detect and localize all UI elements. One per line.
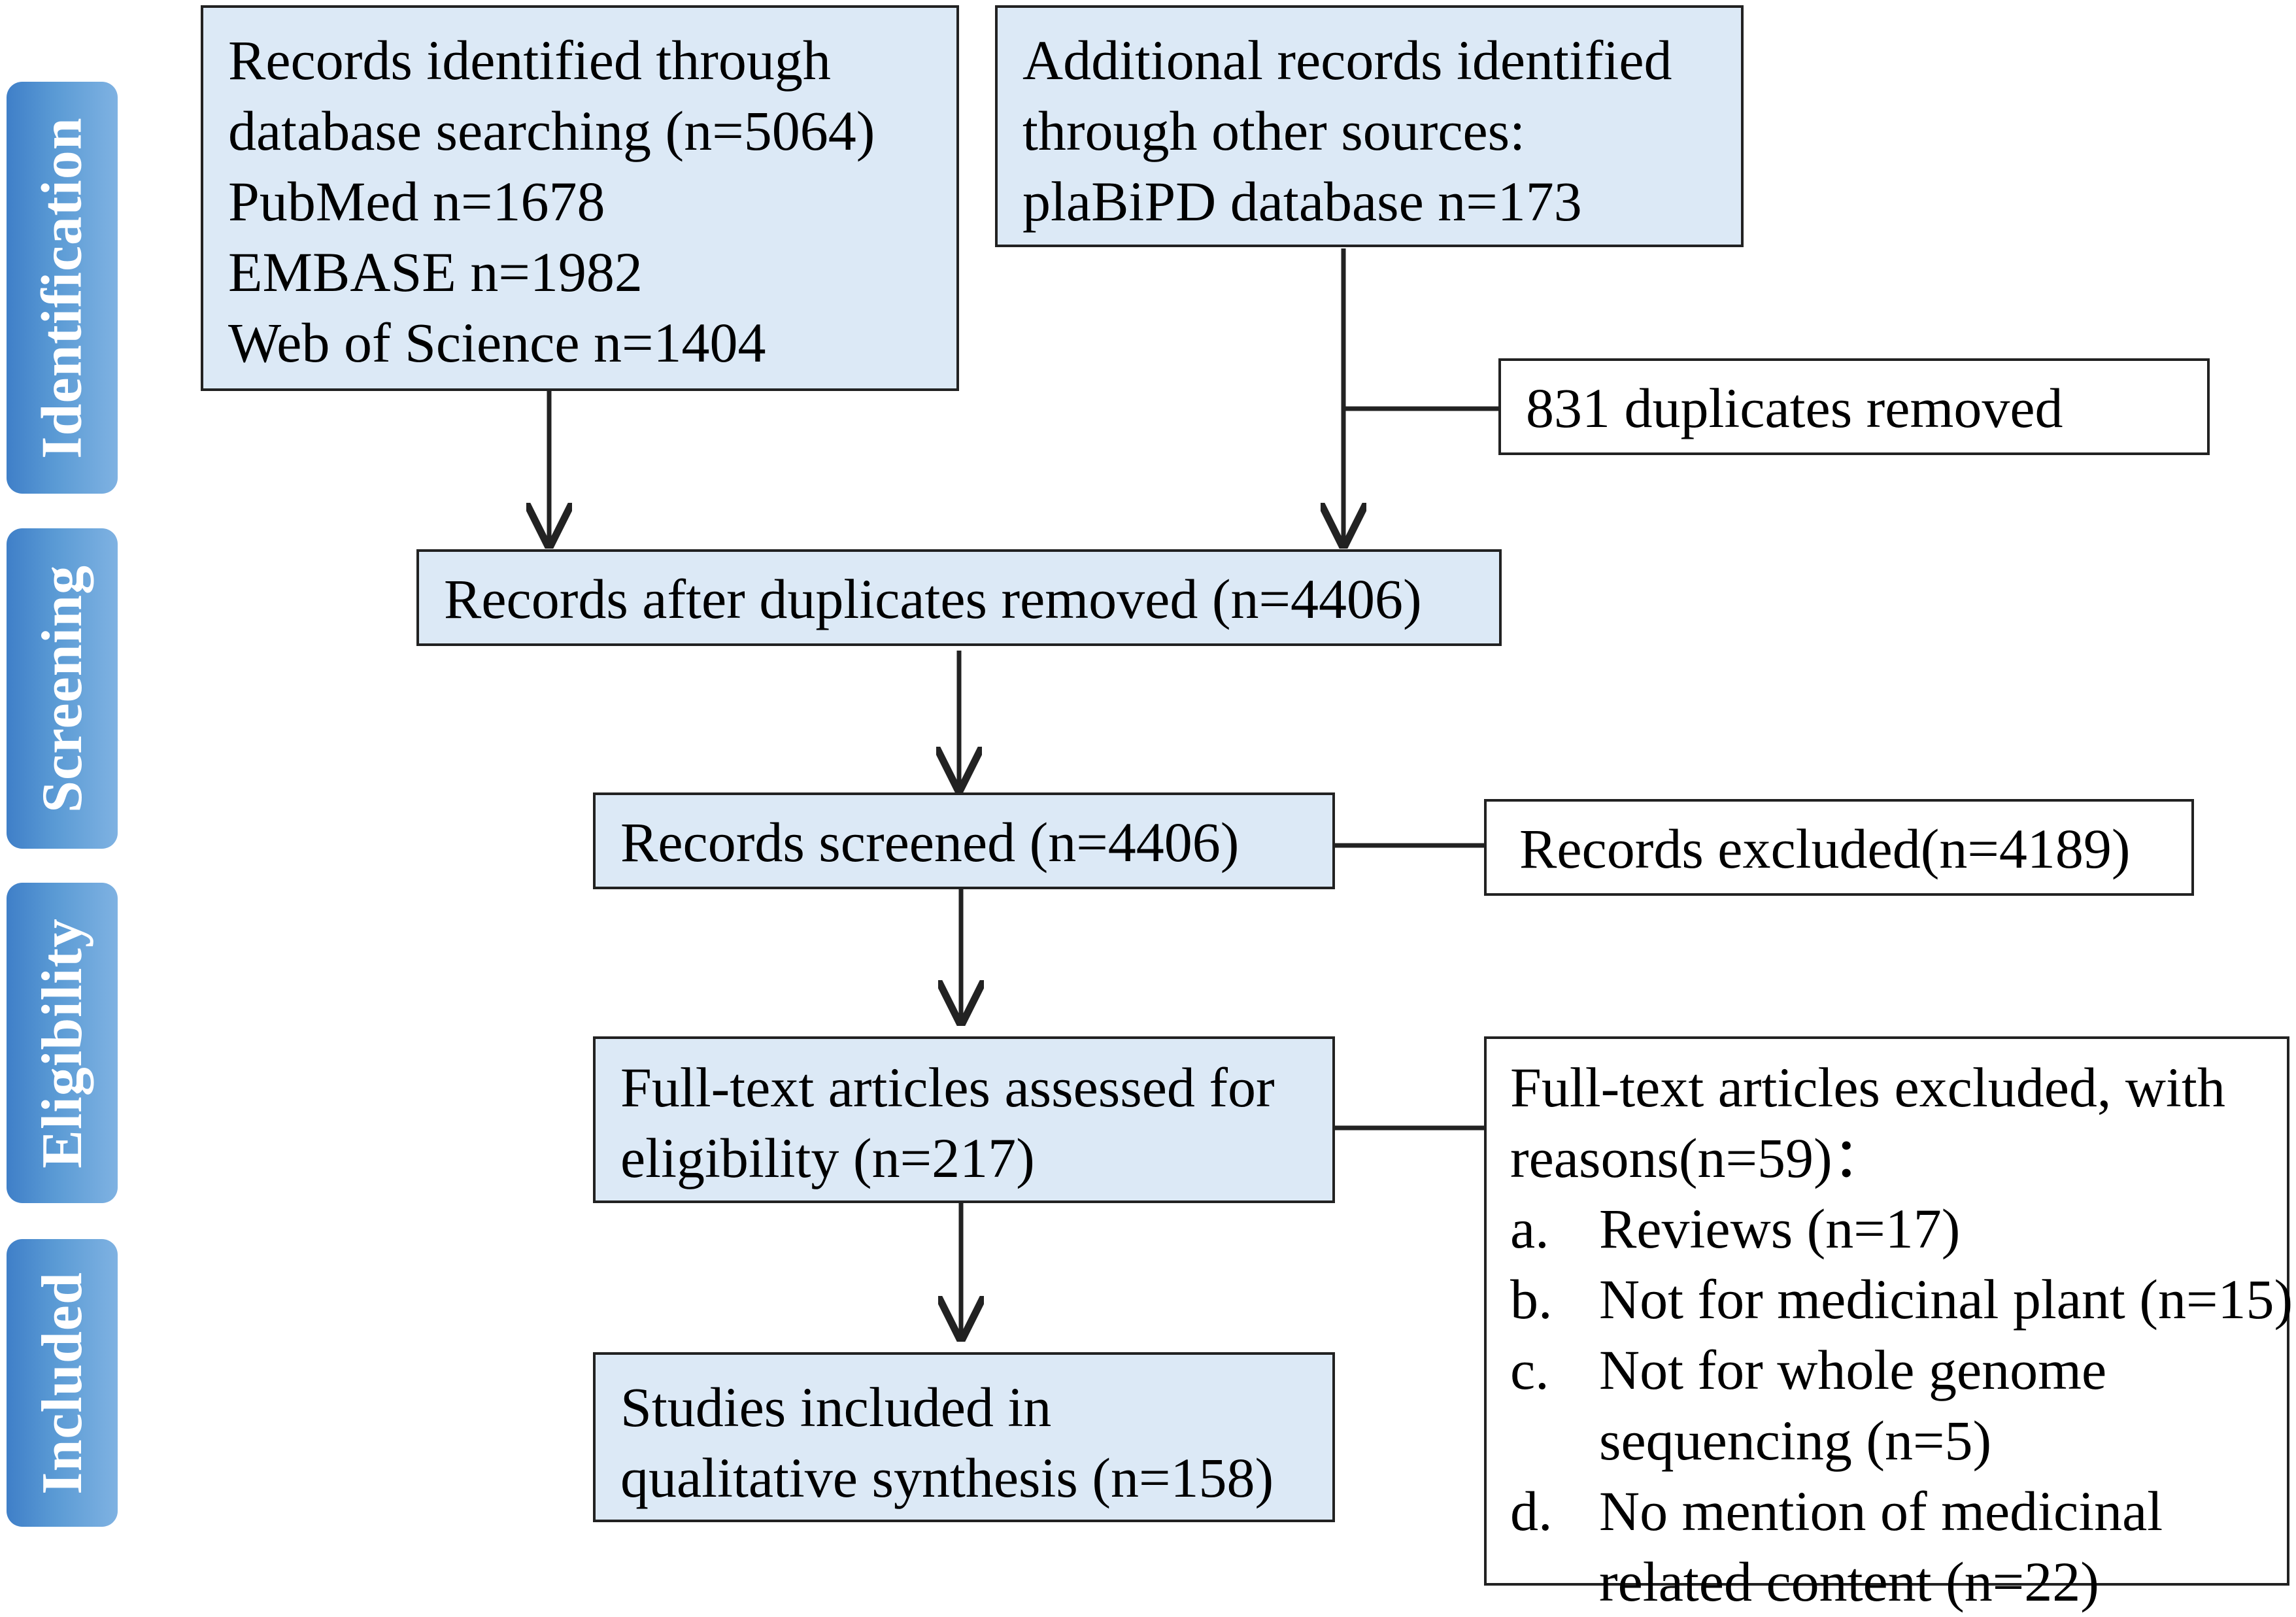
box-line: Records after duplicates removed (n=4406… bbox=[444, 568, 1422, 630]
reason-letter: b. bbox=[1510, 1268, 1553, 1331]
box-line: EMBASE n=1982 bbox=[228, 241, 643, 303]
exclusion-reason-b: b. Not for medicinal plant (n=15) bbox=[1510, 1264, 2293, 1335]
box-database-search: Records identified through database sear… bbox=[201, 5, 959, 391]
box-studies-included: Studies included in qualitative synthesi… bbox=[593, 1352, 1335, 1522]
box-line: Web of Science n=1404 bbox=[228, 311, 766, 374]
reason-text: Not for whole genome bbox=[1599, 1338, 2107, 1401]
box-line: database searching (n=5064) bbox=[228, 99, 875, 162]
box-line: Additional records identified bbox=[1022, 29, 1672, 92]
stage-included: Included bbox=[7, 1239, 118, 1527]
box-other-sources: Additional records identified through ot… bbox=[995, 5, 1744, 247]
reason-text: No mention of medicinal bbox=[1599, 1480, 2163, 1542]
box-duplicates-removed: 831 duplicates removed bbox=[1498, 358, 2210, 455]
box-line: Full-text articles excluded, with bbox=[1510, 1056, 2225, 1119]
reason-text: related content (n=22) bbox=[1599, 1550, 2099, 1613]
reason-text: Not for medicinal plant (n=15) bbox=[1599, 1268, 2293, 1331]
box-line: Records excluded(n=4189) bbox=[1519, 817, 2131, 880]
box-line: Studies included in bbox=[620, 1376, 1052, 1438]
stage-identification: Identification bbox=[7, 82, 118, 494]
box-records-screened: Records screened (n=4406) bbox=[593, 792, 1335, 889]
reason-letter: c. bbox=[1510, 1338, 1549, 1401]
box-line: reasons(n=59)： bbox=[1510, 1127, 1889, 1189]
box-line: plaBiPD database n=173 bbox=[1022, 170, 1582, 233]
box-line: through other sources: bbox=[1022, 99, 1526, 162]
reason-letter: a. bbox=[1510, 1197, 1549, 1260]
box-line: eligibility (n=217) bbox=[620, 1127, 1035, 1189]
box-line: Full-text articles assessed for bbox=[620, 1056, 1275, 1119]
box-fulltext-assessed: Full-text articles assessed for eligibil… bbox=[593, 1036, 1335, 1203]
reason-text: Reviews (n=17) bbox=[1599, 1197, 1961, 1260]
box-line: PubMed n=1678 bbox=[228, 170, 605, 233]
exclusion-reason-d: d. No mention of medicinal related conte… bbox=[1510, 1476, 2287, 1617]
reason-text: sequencing (n=5) bbox=[1599, 1409, 1992, 1472]
box-after-duplicates: Records after duplicates removed (n=4406… bbox=[416, 549, 1502, 646]
reason-letter: d. bbox=[1510, 1480, 1553, 1542]
stage-screening: Screening bbox=[7, 528, 118, 849]
box-fulltext-excluded: Full-text articles excluded, with reason… bbox=[1484, 1036, 2293, 1613]
exclusion-reason-a: a. Reviews (n=17) bbox=[1510, 1193, 2287, 1264]
exclusion-reason-c: c. Not for whole genome sequencing (n=5) bbox=[1510, 1335, 2287, 1476]
box-records-excluded: Records excluded(n=4189) bbox=[1484, 799, 2194, 896]
box-line: 831 duplicates removed bbox=[1526, 377, 2063, 439]
box-line: Records screened (n=4406) bbox=[620, 811, 1240, 874]
box-line: qualitative synthesis (n=158) bbox=[620, 1446, 1274, 1509]
stage-eligibility: Eligibility bbox=[7, 883, 118, 1203]
box-line: Records identified through bbox=[228, 29, 831, 92]
